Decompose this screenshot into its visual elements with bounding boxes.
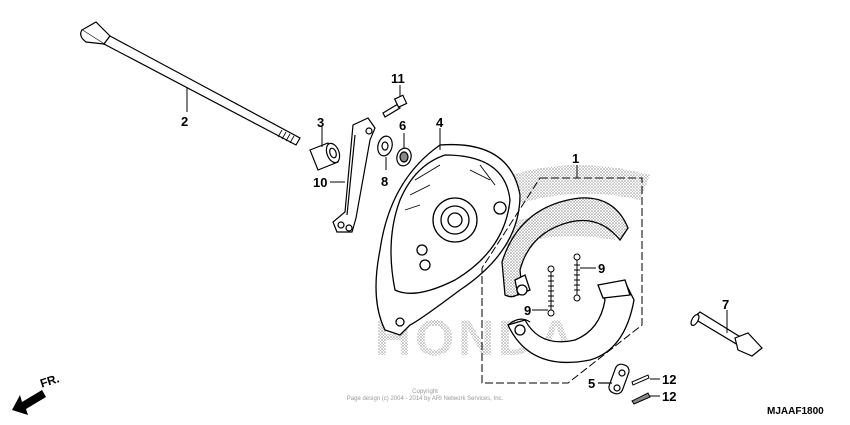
callout-9-lower[interactable]: 9 xyxy=(524,303,532,318)
copyright-line-2: Page design (c) 2004 - 2014 by ARI Netwo… xyxy=(346,396,504,403)
callout-10[interactable]: 10 xyxy=(313,175,328,190)
callout-8[interactable]: 8 xyxy=(381,174,389,189)
shoe-set-bracket xyxy=(481,165,643,384)
seal-part xyxy=(396,133,412,167)
cotter-pin-part xyxy=(631,374,660,405)
spring-part xyxy=(532,265,555,317)
callout-4[interactable]: 4 xyxy=(436,115,444,130)
callout-1[interactable]: 1 xyxy=(572,151,580,166)
brake-panel-part xyxy=(375,128,521,336)
callout-5[interactable]: 5 xyxy=(588,376,596,391)
copyright-line-1: Copyright xyxy=(412,389,438,395)
callout-12-lower[interactable]: 12 xyxy=(662,389,677,404)
collar-part xyxy=(309,127,341,171)
bolt-part xyxy=(382,85,408,118)
callout-6[interactable]: 6 xyxy=(399,118,407,133)
upper-brake-shoe xyxy=(501,197,629,298)
callout-7[interactable]: 7 xyxy=(722,297,730,312)
joint-plate-part xyxy=(598,363,630,395)
brake-cam-part xyxy=(690,310,763,357)
washer-part xyxy=(377,135,393,170)
figure-code: MJAAF1800 xyxy=(767,406,824,417)
callout-2[interactable]: 2 xyxy=(181,114,189,129)
lower-brake-shoe xyxy=(507,279,635,364)
axle-part xyxy=(80,21,301,146)
callout-12-upper[interactable]: 12 xyxy=(662,372,677,387)
callout-11[interactable]: 11 xyxy=(391,71,405,86)
callout-9-upper[interactable]: 9 xyxy=(598,261,606,276)
front-arrow-icon xyxy=(12,390,46,415)
spring-part xyxy=(573,253,596,302)
copyright-notice: Copyright Page design (c) 2004 - 2014 by… xyxy=(300,389,550,403)
stopper-arm-part xyxy=(330,117,376,233)
callout-3[interactable]: 3 xyxy=(317,115,325,130)
